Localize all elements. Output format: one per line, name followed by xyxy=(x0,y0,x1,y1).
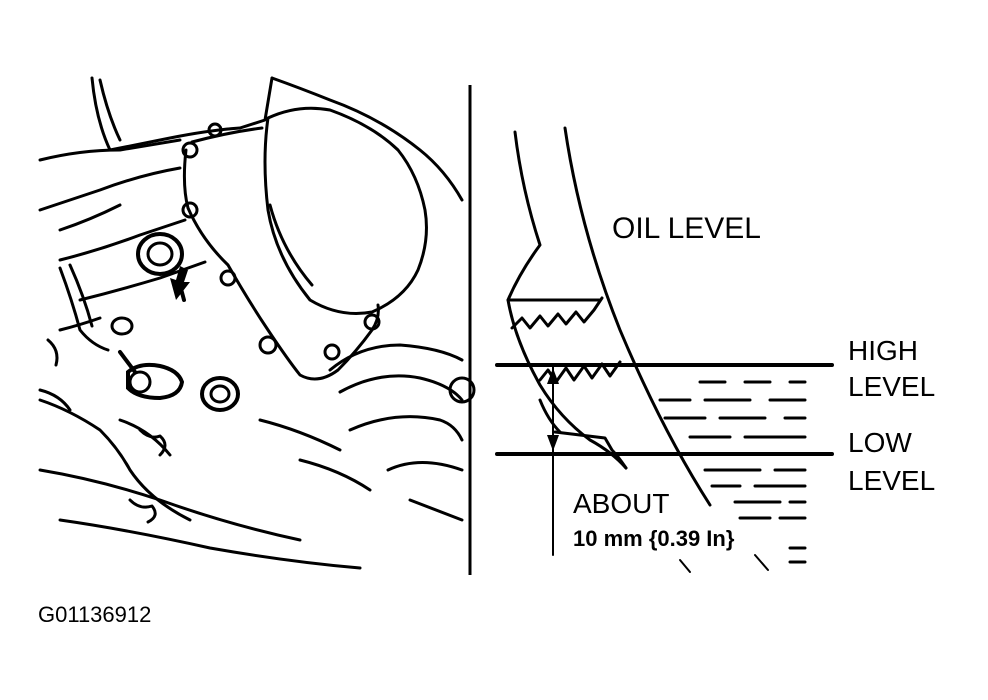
oil-level-detail xyxy=(495,126,834,573)
figure-code: G01136912 xyxy=(38,602,151,627)
measurement-label: 10 mm {0.39 In} xyxy=(573,526,735,551)
oil-level-label: OIL LEVEL xyxy=(612,212,761,245)
oil-dashes xyxy=(658,380,807,564)
high-level-label-line2: LEVEL xyxy=(848,371,935,402)
high-level-label-line1: HIGH xyxy=(848,335,918,366)
low-level-label-line1: LOW xyxy=(848,427,912,458)
low-level-label-line2: LEVEL xyxy=(848,465,935,496)
about-label: ABOUT xyxy=(573,488,669,519)
engine-illustration xyxy=(38,76,476,570)
